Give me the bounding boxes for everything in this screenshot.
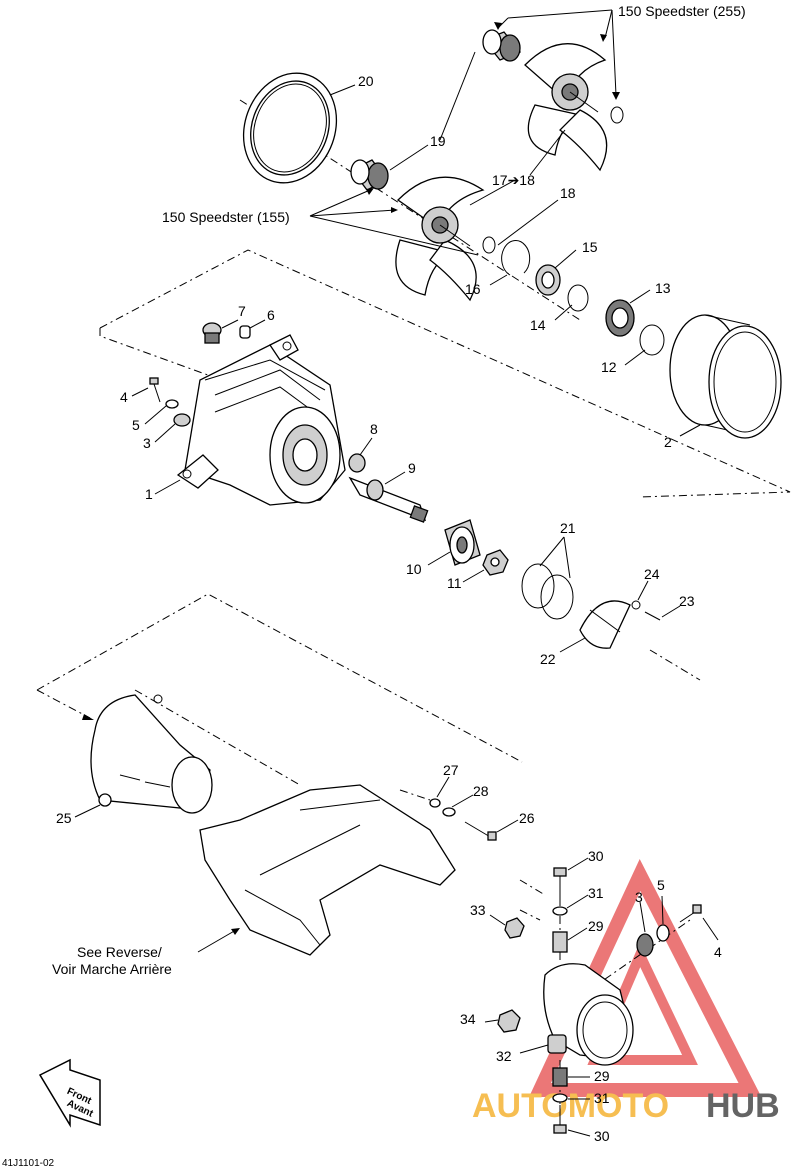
callout-30-bottom: 30 <box>594 1128 610 1144</box>
part-8-bushing <box>348 453 366 473</box>
watermark-text-hub: HUB <box>706 1087 780 1125</box>
part-25-nozzle <box>90 694 213 814</box>
callout-11: 11 <box>447 575 462 591</box>
part-14-oring <box>567 284 589 312</box>
callout-18: 18 <box>560 185 576 201</box>
part-18-oring <box>482 106 624 254</box>
callout-2: 2 <box>664 434 672 450</box>
callout-25: 25 <box>56 810 72 826</box>
part-4-bolt <box>149 377 161 403</box>
callout-5: 5 <box>132 417 140 433</box>
callout-24: 24 <box>644 566 660 582</box>
part-2-sleeve <box>669 314 782 439</box>
watermark-logo: AUTOMOTO HUB <box>472 859 780 1125</box>
callout-27: 27 <box>443 762 459 778</box>
callout-4-right: 4 <box>714 944 722 960</box>
callout-12: 12 <box>601 359 617 375</box>
callout-3: 3 <box>143 435 151 451</box>
front-direction-arrow: Front Avant <box>38 1058 101 1128</box>
callout-34: 34 <box>460 1011 476 1027</box>
part-9-shaft <box>348 476 429 523</box>
callout-31-top: 31 <box>588 885 604 901</box>
part-3-grommet <box>173 413 191 427</box>
callout-32: 32 <box>496 1048 512 1064</box>
caption-speedster-155: 150 Speedster (155) <box>162 209 290 225</box>
part-27-washer <box>429 798 441 808</box>
callout-labels: 20 19 17➔18 18 16 15 14 13 12 7 6 4 5 3 … <box>56 73 722 1144</box>
part-reverse-support <box>199 784 456 956</box>
callout-5-right: 5 <box>657 877 665 893</box>
part-7-plug <box>202 322 222 344</box>
callout-21: 21 <box>560 520 576 536</box>
callout-8: 8 <box>370 421 378 437</box>
part-3-grommet-right <box>636 933 654 957</box>
caption-speedster-255: 150 Speedster (255) <box>618 3 746 19</box>
callout-16: 16 <box>465 281 481 297</box>
callout-1: 1 <box>145 486 153 502</box>
part-29-bushing-bottom <box>552 1067 568 1087</box>
part-31-washer-top <box>552 906 568 916</box>
part-20-wear-ring <box>242 72 338 184</box>
part-impeller-155 <box>395 176 485 302</box>
part-34-nut <box>497 1009 521 1033</box>
callout-29-bottom: 29 <box>594 1068 610 1084</box>
part-4-bolt-right <box>679 904 702 923</box>
callout-4: 4 <box>120 389 128 405</box>
callout-22: 22 <box>540 651 556 667</box>
callout-17-18: 17➔18 <box>492 172 535 188</box>
callout-14: 14 <box>530 317 546 333</box>
callout-3-right: 3 <box>635 889 643 905</box>
callout-30-top: 30 <box>588 848 604 864</box>
part-22-cone <box>579 600 631 649</box>
callout-6: 6 <box>267 307 275 323</box>
caption-see-reverse-1: See Reverse/ <box>77 944 162 960</box>
callout-31-bottom: 31 <box>594 1090 610 1106</box>
part-33-nut <box>504 917 525 939</box>
part-23-screw <box>644 611 661 621</box>
part-29-bushing-top <box>552 931 568 953</box>
part-24-washer <box>631 600 641 610</box>
watermark-text-automoto: AUTOMOTO <box>472 1087 669 1125</box>
part-12-oring <box>639 324 665 356</box>
part-5-washer <box>165 399 179 409</box>
callout-29-top: 29 <box>588 918 604 934</box>
callout-13: 13 <box>655 280 671 296</box>
part-21-orings <box>521 563 574 620</box>
part-1-pump-housing <box>176 334 346 506</box>
callout-10: 10 <box>406 561 422 577</box>
part-19-sleeve-155 <box>350 159 389 191</box>
part-13-seal <box>605 299 635 337</box>
leader-lines <box>74 9 719 1137</box>
part-31-washer-bottom <box>552 1093 568 1103</box>
part-19-sleeve-255 <box>482 29 522 62</box>
part-15-ring <box>535 264 561 296</box>
callout-9: 9 <box>408 460 416 476</box>
part-16-circlip <box>501 240 531 276</box>
callout-15: 15 <box>582 239 598 255</box>
part-30-bolt-top <box>553 867 567 900</box>
part-28-washer <box>442 807 456 817</box>
callout-19: 19 <box>430 133 446 149</box>
part-26-bolt <box>464 821 497 841</box>
part-impeller-255 <box>524 43 608 172</box>
part-32-bushing <box>547 1034 567 1054</box>
callout-33: 33 <box>470 902 486 918</box>
part-11-nut <box>482 549 509 576</box>
callout-26: 26 <box>519 810 535 826</box>
part-steering-nozzle <box>543 963 634 1066</box>
part-10-bearing <box>444 519 481 566</box>
callout-23: 23 <box>679 593 695 609</box>
part-5-washer-right <box>656 924 670 942</box>
part-6-bushing <box>239 325 251 339</box>
callout-7: 7 <box>238 303 246 319</box>
caption-see-reverse-2: Voir Marche Arrière <box>52 961 172 977</box>
callout-28: 28 <box>473 783 489 799</box>
part-30-bolt-bottom <box>553 1105 567 1134</box>
callout-20: 20 <box>358 73 374 89</box>
diagram-code: 41J1101-02 <box>2 1158 55 1169</box>
